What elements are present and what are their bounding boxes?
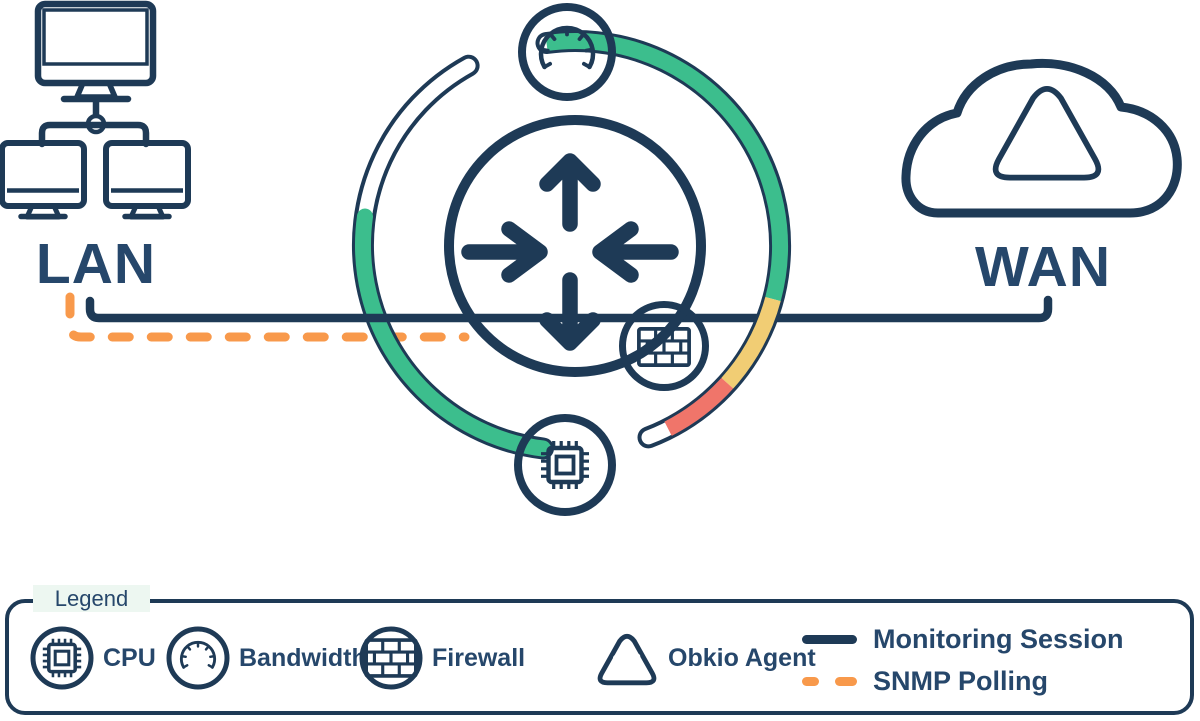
wan-group	[901, 58, 1182, 218]
lan-workstation-left	[0, 140, 87, 220]
legend-line-label: SNMP Polling	[873, 665, 1049, 696]
obkio-logo-icon	[77, 17, 114, 56]
lan-label: LAN	[35, 232, 157, 296]
gauge-ring-right	[535, 30, 792, 449]
wan-cloud	[901, 58, 1182, 218]
legend-item-snmp-polling: SNMP Polling	[802, 665, 1049, 696]
solid-line-swatch	[802, 634, 857, 644]
firewall-bricks-icon	[359, 626, 423, 690]
lan-network-lines	[38, 97, 150, 148]
legend-item-label: CPU	[103, 643, 156, 672]
firewall-circle	[619, 301, 709, 391]
legend-item-label: Bandwidth	[239, 643, 367, 672]
wan-label: WAN	[975, 235, 1111, 299]
legend-item-cpu: CPU	[27, 623, 156, 693]
legend-item-bandwidth: Bandwidth	[163, 623, 367, 693]
lan-group	[0, 0, 191, 220]
legend-item-obkio-agent: Obkio Agent	[592, 623, 816, 693]
gauge-ring-left	[351, 54, 554, 460]
legend-title: Legend	[33, 585, 150, 612]
obkio-logo-icon	[1020, 112, 1072, 167]
cpu-chip-icon	[30, 626, 94, 690]
legend-item-monitoring-session: Monitoring Session	[802, 623, 1124, 654]
lan-workstation-right	[103, 140, 191, 220]
obkio-agent-triangle-icon	[994, 87, 1100, 179]
lan-junction-dot	[85, 113, 107, 135]
snmp-polling-line	[65, 292, 470, 342]
dashed-line-swatch	[802, 676, 857, 686]
lan-agent-monitor	[34, 0, 157, 103]
cpu-chip-icon	[541, 441, 589, 489]
router-arrows-icon	[461, 153, 679, 351]
router-circle	[444, 115, 706, 377]
speedometer-icon	[166, 626, 230, 690]
legend-line-label: Monitoring Session	[873, 623, 1124, 654]
legend-item-label: Firewall	[432, 643, 526, 672]
cpu-circle	[514, 414, 616, 516]
bandwidth-circle	[518, 3, 616, 101]
obkio-agent-triangle-icon	[599, 635, 655, 684]
legend-item-firewall: Firewall	[356, 623, 525, 693]
legend-item-label: Obkio Agent	[668, 643, 816, 672]
